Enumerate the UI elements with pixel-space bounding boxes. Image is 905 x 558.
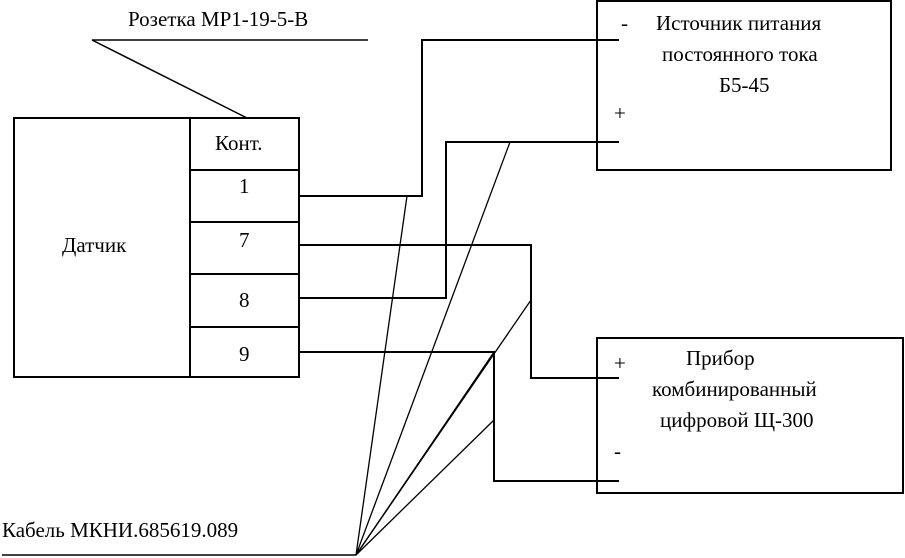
cable-leader-lines (355, 141, 532, 556)
cable-leader-line (355, 351, 495, 556)
power-supply-title-line1: Источник питания (656, 11, 822, 35)
cable-label: Кабель МКНИ.685619.089 (2, 518, 238, 542)
meter-block (596, 337, 904, 494)
power-supply-title-line2: постоянного тока (662, 42, 818, 66)
cable-leader-line (355, 141, 511, 556)
contact-7-label: 7 (239, 228, 250, 252)
meter-title-line3: цифровой Щ-300 (660, 408, 814, 432)
sensor-title: Датчик (62, 233, 127, 257)
contacts-header: Конт. (215, 131, 263, 155)
socket-leader-line (91, 39, 368, 119)
meter-title-line1: Прибор (686, 346, 755, 370)
wire-contact-9-to-meter-minus (299, 351, 619, 482)
power-supply-minus-label: - (621, 11, 628, 35)
wire-contact-8-to-power-plus (299, 141, 619, 299)
wire-contact-1-to-power-minus (299, 39, 619, 197)
contact-8-label: 8 (239, 288, 250, 312)
socket-label: Розетка МР1-19-5-В (128, 7, 308, 31)
cable-leader-line (355, 419, 495, 556)
power-supply-plus-label: + (614, 101, 626, 125)
meter-plus-label: + (614, 351, 626, 375)
meter-minus-label: - (614, 439, 621, 463)
meter-title-line2: комбинированный (652, 377, 817, 401)
cable-leader-line (355, 195, 408, 556)
sensor-block (13, 117, 300, 378)
contact-1-label: 1 (239, 174, 250, 198)
power-supply-model: Б5-45 (719, 73, 770, 97)
contact-9-label: 9 (239, 342, 250, 366)
wire-contact-7-to-meter-plus (299, 244, 619, 379)
power-supply-block (596, 0, 892, 171)
